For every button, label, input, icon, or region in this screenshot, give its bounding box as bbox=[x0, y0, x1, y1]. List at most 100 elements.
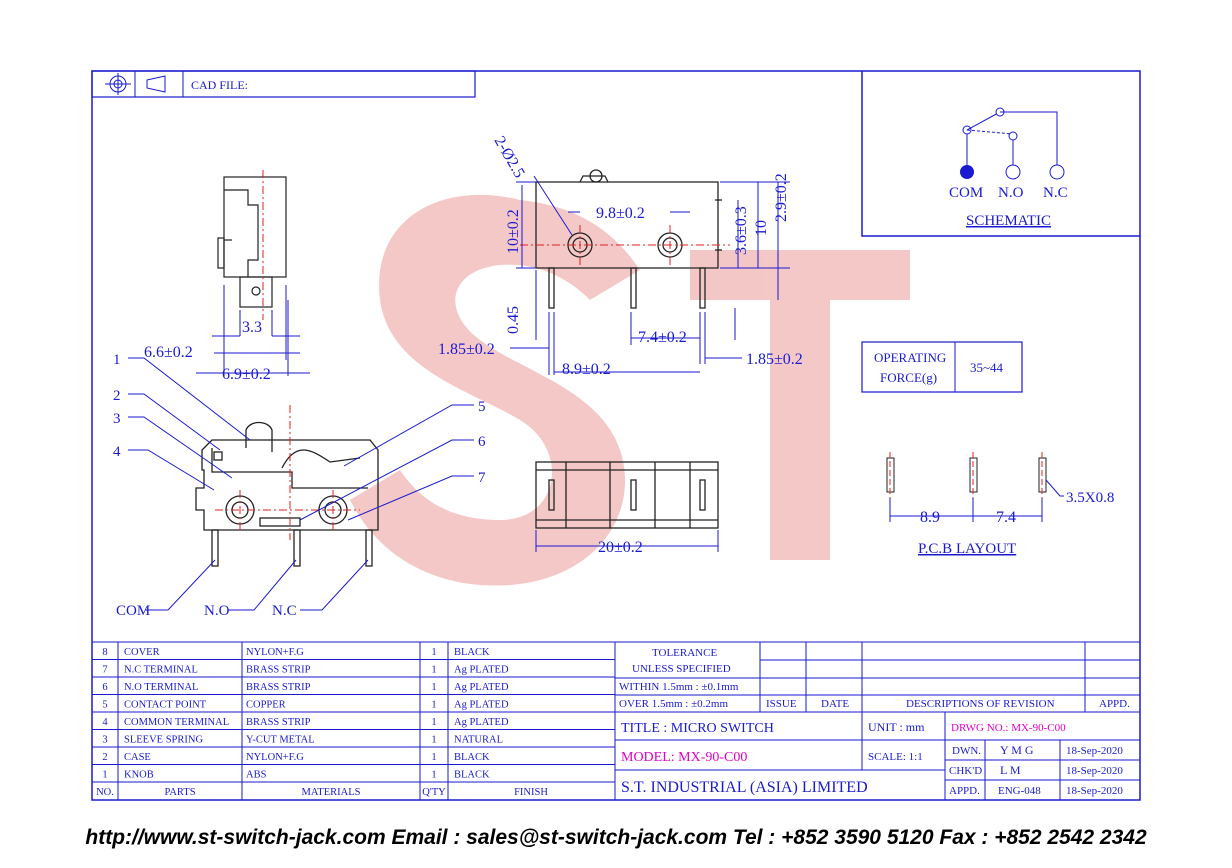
force-value: 35~44 bbox=[970, 360, 1004, 375]
schematic-panel: COM N.O N.C SCHEMATIC bbox=[861, 71, 1140, 237]
bom-cell-no: 5 bbox=[102, 700, 107, 711]
bom-cell-part: N.O TERMINAL bbox=[124, 682, 198, 693]
side-view bbox=[217, 170, 287, 320]
pcb-title: P.C.B LAYOUT bbox=[918, 541, 1016, 557]
terminal-nc-label: N.C bbox=[272, 603, 297, 619]
schematic-nc-label: N.C bbox=[1043, 185, 1068, 201]
bom-cell-qty: 1 bbox=[431, 717, 436, 728]
scale: SCALE: 1:1 bbox=[868, 751, 923, 763]
cad-header-box bbox=[91, 70, 476, 98]
tolerance-over: OVER 1.5mm : ±0.2mm bbox=[619, 698, 728, 710]
bom-cell-material: BRASS STRIP bbox=[246, 665, 311, 676]
dim-6-9: 6.9±0.2 bbox=[222, 366, 271, 383]
projection-symbol-icon bbox=[105, 73, 166, 95]
bom-header-no: NO. bbox=[96, 787, 114, 798]
front-view-centerlines bbox=[520, 225, 730, 268]
section-centerlines bbox=[215, 405, 360, 540]
pcb-dim-8-9: 8.9 bbox=[920, 509, 940, 526]
force-label-1: OPERATING bbox=[874, 350, 946, 365]
dwn-label: DWN. bbox=[952, 745, 981, 757]
drawing-number: DRWG NO.: MX-90-C00 bbox=[951, 722, 1066, 734]
appd-date: 18-Sep-2020 bbox=[1066, 785, 1123, 797]
bom-cell-qty: 1 bbox=[431, 752, 436, 763]
bom-cell-material: BRASS STRIP bbox=[246, 682, 311, 693]
dim-8-9: 8.9±0.2 bbox=[562, 361, 611, 378]
bom-cell-finish: Ag PLATED bbox=[454, 717, 509, 728]
bom-cell-finish: BLACK bbox=[454, 647, 490, 658]
dwn-date: 18-Sep-2020 bbox=[1066, 745, 1123, 757]
title-block-title: TITLE : MICRO SWITCH bbox=[621, 721, 774, 736]
bom-cell-finish: BLACK bbox=[454, 752, 490, 763]
appd-by: ENG-048 bbox=[998, 785, 1041, 797]
bom-cell-material: NYLON+F.G bbox=[246, 752, 304, 763]
revision-date-header: DATE bbox=[821, 698, 849, 710]
bom-cell-part: COMMON TERMINAL bbox=[124, 717, 229, 728]
bom-header-part: PARTS bbox=[164, 787, 195, 798]
callout-4: 4 bbox=[113, 444, 121, 460]
bom-cell-no: 2 bbox=[102, 752, 107, 763]
contact-footer: http://www.st-switch-jack.com Email : sa… bbox=[85, 826, 1147, 849]
bom-cell-finish: NATURAL bbox=[454, 735, 503, 746]
bom-cell-material: COPPER bbox=[246, 700, 286, 711]
dim-3-6: 3.6±0.3 bbox=[733, 206, 750, 255]
com-node bbox=[960, 165, 974, 179]
tolerance-title: TOLERANCE bbox=[652, 647, 717, 659]
bom-cell-material: ABS bbox=[246, 770, 267, 781]
bom-cell-no: 6 bbox=[102, 682, 107, 693]
tolerance-within: WITHIN 1.5mm : ±0.1mm bbox=[619, 681, 739, 693]
front-view-dimensions bbox=[510, 175, 790, 375]
side-view-dimensions bbox=[196, 285, 310, 376]
bom-cell-qty: 1 bbox=[431, 665, 436, 676]
callout-7: 7 bbox=[478, 470, 486, 486]
dim-hole: 2-Ø2.5 bbox=[491, 134, 528, 181]
model-number: MODEL: MX-90-C00 bbox=[621, 750, 747, 765]
dwn-by: Y M G bbox=[1000, 743, 1034, 757]
cad-file-label: CAD FILE: bbox=[191, 78, 248, 92]
dim-3-3: 3.3 bbox=[242, 319, 262, 336]
bom-header-material: MATERIALS bbox=[302, 787, 361, 798]
bom-cell-part: KNOB bbox=[124, 770, 154, 781]
dim-9-8: 9.8±0.2 bbox=[596, 205, 645, 222]
bom-cell-qty: 1 bbox=[431, 770, 436, 781]
callout-leaders bbox=[128, 357, 474, 611]
st-watermark-logo bbox=[350, 194, 910, 586]
bom-table bbox=[92, 641, 1140, 800]
callout-1: 1 bbox=[113, 352, 121, 368]
schematic-title: SCHEMATIC bbox=[966, 213, 1051, 229]
pcb-layout: 8.9 7.4 3.5X0.8 P.C.B LAYOUT bbox=[886, 452, 1114, 557]
bom-cell-finish: Ag PLATED bbox=[454, 665, 509, 676]
callout-2: 2 bbox=[113, 388, 121, 404]
bom-cell-no: 3 bbox=[102, 735, 107, 746]
bom-cell-part: CONTACT POINT bbox=[124, 700, 207, 711]
bom-cell-part: N.C TERMINAL bbox=[124, 665, 198, 676]
revision-appd-header: APPD. bbox=[1099, 698, 1130, 710]
revision-issue-header: ISSUE bbox=[766, 698, 797, 710]
front-view bbox=[535, 169, 722, 309]
company-name: S.T. INDUSTRIAL (ASIA) LIMITED bbox=[621, 779, 868, 796]
pcb-dim-7-4: 7.4 bbox=[996, 509, 1016, 526]
no-node bbox=[1005, 164, 1021, 180]
bom-cell-finish: Ag PLATED bbox=[454, 682, 509, 693]
chkd-by: L M bbox=[1000, 763, 1021, 777]
bom-cell-no: 7 bbox=[102, 665, 107, 676]
schematic-no-label: N.O bbox=[998, 185, 1024, 201]
operating-force-table: OPERATING FORCE(g) 35~44 bbox=[861, 341, 1023, 393]
callout-5: 5 bbox=[478, 399, 486, 415]
schematic-com-label: COM bbox=[949, 185, 983, 201]
revision-block bbox=[615, 642, 1140, 800]
bom-cell-part: COVER bbox=[124, 647, 160, 658]
bom-cell-qty: 1 bbox=[431, 735, 436, 746]
dim-1-85-right: 1.85±0.2 bbox=[746, 351, 803, 368]
bom-header-qty: Q'TY bbox=[422, 787, 446, 798]
appd-label: APPD. bbox=[949, 785, 980, 797]
callout-3: 3 bbox=[113, 411, 121, 427]
bottom-view bbox=[535, 461, 719, 529]
bom-cell-part: SLEEVE SPRING bbox=[124, 735, 203, 746]
dim-10-tol: 10±0.2 bbox=[505, 209, 522, 254]
bom-header-finish: FINISH bbox=[514, 787, 548, 798]
dim-2-9: 2.9±0.2 bbox=[773, 173, 790, 222]
bom-cell-finish: Ag PLATED bbox=[454, 700, 509, 711]
callout-6: 6 bbox=[478, 434, 486, 450]
title-block-unit: UNIT : mm bbox=[868, 720, 925, 734]
